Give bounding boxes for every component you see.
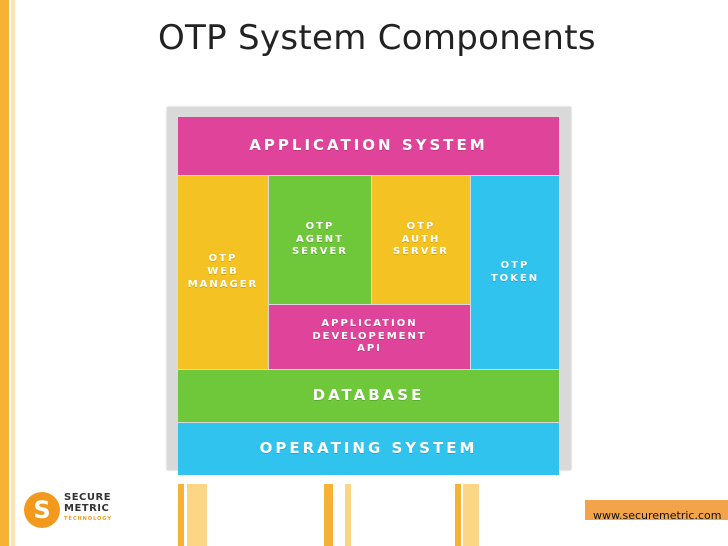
securemetric-logo-icon: S [24, 492, 60, 528]
accent-bar-light [11, 0, 15, 546]
left-accent-bars [0, 0, 18, 546]
diagram-frame: APPLICATION SYSTEM OTP WEB MANAGER OTP A… [167, 107, 571, 475]
otp-auth-server-block: OTP AUTH SERVER [372, 176, 470, 304]
otp-token-block: OTP TOKEN [471, 176, 559, 369]
application-development-api-block: APPLICATION DEVELOPEMENT API [269, 305, 470, 369]
otp-web-manager-block: OTP WEB MANAGER [178, 176, 268, 369]
url-banner [585, 500, 728, 520]
footer-stripe [463, 484, 479, 546]
website-url[interactable]: www.securemetric.com [593, 509, 722, 522]
footer-stripe [324, 484, 333, 546]
application-system-block: APPLICATION SYSTEM [178, 117, 559, 175]
footer-stripe [178, 484, 184, 546]
footer-stripe [187, 484, 207, 546]
footer-stripe [455, 484, 461, 546]
operating-system-block: OPERATING SYSTEM [178, 423, 559, 475]
logo-line-2: METRIC [64, 503, 110, 514]
logo-line-1: SECURE [64, 492, 112, 503]
accent-bar-dark [0, 0, 9, 546]
slide-title: OTP System Components [158, 18, 596, 58]
otp-agent-server-block: OTP AGENT SERVER [269, 176, 371, 304]
footer-stripe [345, 484, 351, 546]
database-block: DATABASE [178, 370, 559, 422]
securemetric-logo-text: SECURE METRIC TECHNOLOGY [64, 492, 112, 525]
logo-tagline: TECHNOLOGY [64, 516, 112, 522]
